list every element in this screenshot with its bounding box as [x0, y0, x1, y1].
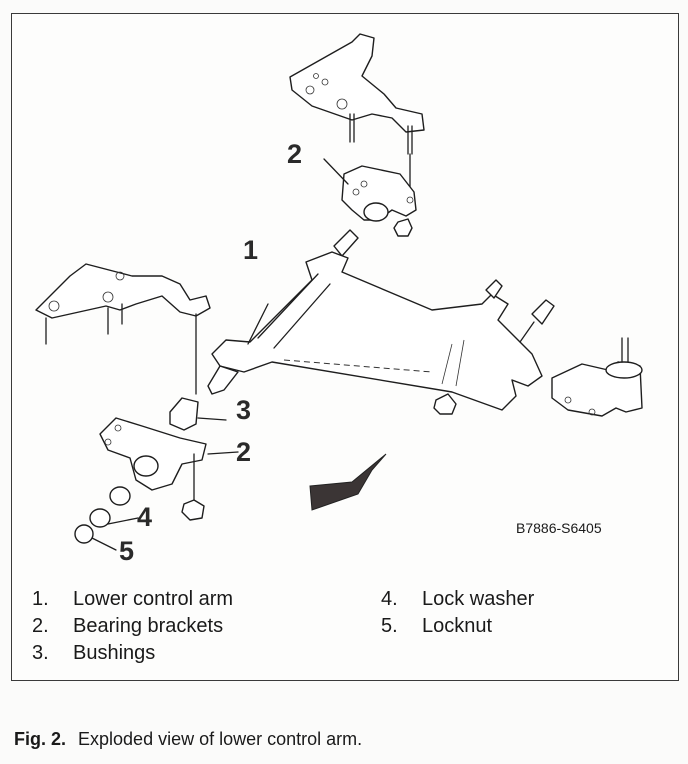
forward-direction-arrow	[309, 453, 387, 511]
legend-item: 3. Bushings	[32, 640, 233, 667]
figure-number: Fig. 2.	[14, 729, 67, 749]
legend-column-left: 1. Lower control arm 2. Bearing brackets…	[32, 586, 233, 667]
figure-caption: Fig. 2. Exploded view of lower control ar…	[14, 729, 362, 750]
callout-bracket-top: 2	[287, 139, 303, 169]
legend-number: 1.	[32, 588, 49, 610]
lock-washer	[89, 508, 111, 528]
legend-label: Locknut	[422, 615, 493, 637]
legend-label: Lower control arm	[73, 588, 234, 610]
legend-number: 2.	[32, 615, 49, 637]
callout-locknut: 5	[119, 536, 135, 566]
left-mounting-plate	[35, 263, 211, 395]
front-pivot-stud	[333, 229, 359, 257]
ball-joint	[551, 337, 643, 417]
legend-item: 2. Bearing brackets	[32, 613, 233, 640]
locknut	[74, 524, 94, 544]
callout-arm: 1	[243, 235, 259, 265]
legend-number: 3.	[32, 642, 49, 664]
legend-label: Bearing brackets	[73, 615, 224, 637]
legend-number: 5.	[381, 615, 398, 637]
legend-item: 1. Lower control arm	[32, 586, 233, 613]
drawing-code: B7886-S6405	[516, 520, 602, 536]
legend-label: Bushings	[73, 642, 156, 664]
bottom-bearing-bracket	[99, 417, 207, 521]
figure-frame: 2 1 3 2 4 5 B7886-S6405 1. Lower control…	[11, 13, 679, 681]
bushing	[169, 397, 199, 431]
legend-item: 5. Locknut	[381, 613, 534, 640]
washer	[109, 486, 131, 506]
caption-text: Exploded view of lower control arm.	[78, 729, 363, 749]
callout-bracket-bottom: 2	[236, 437, 252, 467]
legend-item: 4. Lock washer	[381, 586, 534, 613]
callout-bushing: 3	[236, 395, 252, 425]
legend-number: 4.	[381, 588, 398, 610]
lower-control-arm	[207, 251, 555, 415]
top-bearing-bracket	[323, 158, 417, 237]
callout-lock-washer: 4	[137, 502, 153, 532]
legend-label: Lock washer	[422, 588, 535, 610]
legend-column-right: 4. Lock washer 5. Locknut	[381, 586, 534, 640]
exploded-diagram	[35, 33, 643, 551]
